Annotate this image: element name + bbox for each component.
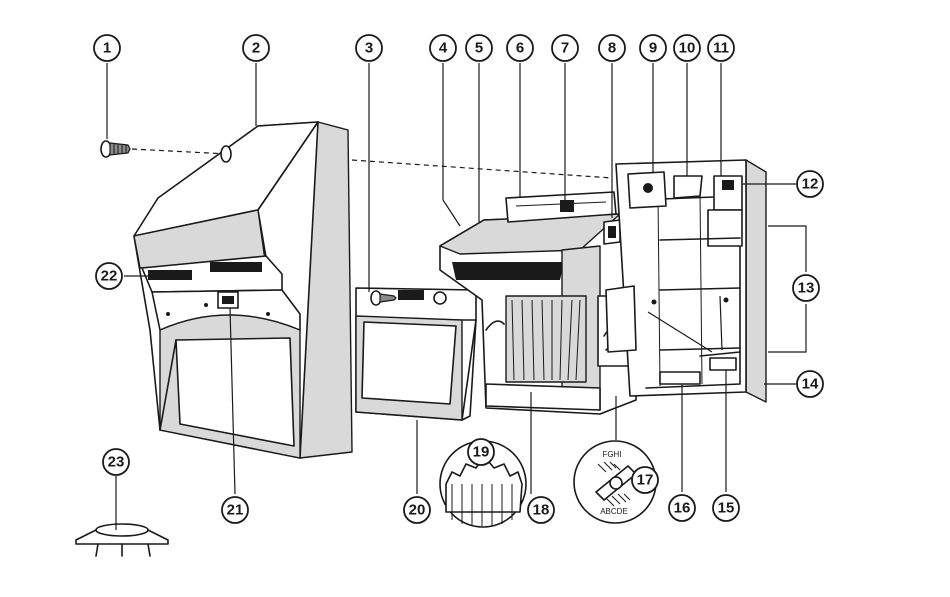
svg-text:2: 2	[252, 40, 260, 57]
callout-17: 17	[632, 467, 658, 493]
callout-2: 2	[243, 35, 269, 61]
callout-4: 4	[430, 35, 456, 61]
svg-text:12: 12	[802, 176, 819, 193]
svg-text:3: 3	[365, 40, 373, 57]
callout-13: 13	[793, 275, 819, 301]
callout-7: 7	[552, 35, 578, 61]
callout-19: 19	[468, 439, 494, 465]
svg-text:6: 6	[516, 40, 524, 57]
cover-base-axis-line	[352, 160, 612, 178]
front-cover-part	[134, 122, 352, 458]
svg-text:16: 16	[674, 500, 691, 517]
callout-14: 14	[797, 371, 823, 397]
callout-22: 22	[96, 263, 122, 289]
callout-10: 10	[674, 35, 700, 61]
svg-text:22: 22	[101, 268, 118, 285]
svg-text:20: 20	[409, 502, 426, 519]
svg-text:14: 14	[802, 376, 819, 393]
callout-3: 3	[356, 35, 382, 61]
callout-18: 18	[528, 497, 554, 523]
svg-text:5: 5	[475, 40, 483, 57]
svg-text:10: 10	[679, 40, 696, 57]
svg-text:18: 18	[533, 502, 550, 519]
callout-16: 16	[669, 495, 695, 521]
svg-text:8: 8	[608, 40, 616, 57]
callout-5: 5	[466, 35, 492, 61]
svg-text:7: 7	[561, 40, 569, 57]
svg-text:13: 13	[798, 280, 815, 297]
callout-9: 9	[640, 35, 666, 61]
svg-text:17: 17	[637, 472, 654, 489]
callout-1: 1	[94, 35, 120, 61]
callout-11: 11	[708, 35, 734, 61]
svg-text:9: 9	[649, 40, 657, 57]
screw-part	[101, 141, 130, 157]
selector-lower-label: ABCDE	[600, 507, 628, 516]
screw-axis-line	[132, 149, 228, 154]
base-plate-part	[606, 160, 766, 402]
svg-text:11: 11	[713, 40, 729, 57]
callout-20: 20	[404, 497, 430, 523]
callout-8: 8	[599, 35, 625, 61]
callout-21: 21	[222, 497, 248, 523]
selector-upper-label: FGHI	[602, 450, 621, 459]
svg-text:21: 21	[227, 502, 244, 519]
svg-text:4: 4	[439, 40, 448, 57]
svg-text:15: 15	[718, 500, 735, 517]
callout-23: 23	[103, 449, 129, 475]
callout-15: 15	[713, 495, 739, 521]
callout-6: 6	[507, 35, 533, 61]
svg-text:23: 23	[108, 454, 125, 471]
svg-text:19: 19	[473, 444, 490, 461]
svg-text:1: 1	[103, 40, 111, 57]
lens-tray-part	[356, 288, 476, 420]
callout-12: 12	[797, 171, 823, 197]
mounting-disc-part	[76, 524, 168, 556]
